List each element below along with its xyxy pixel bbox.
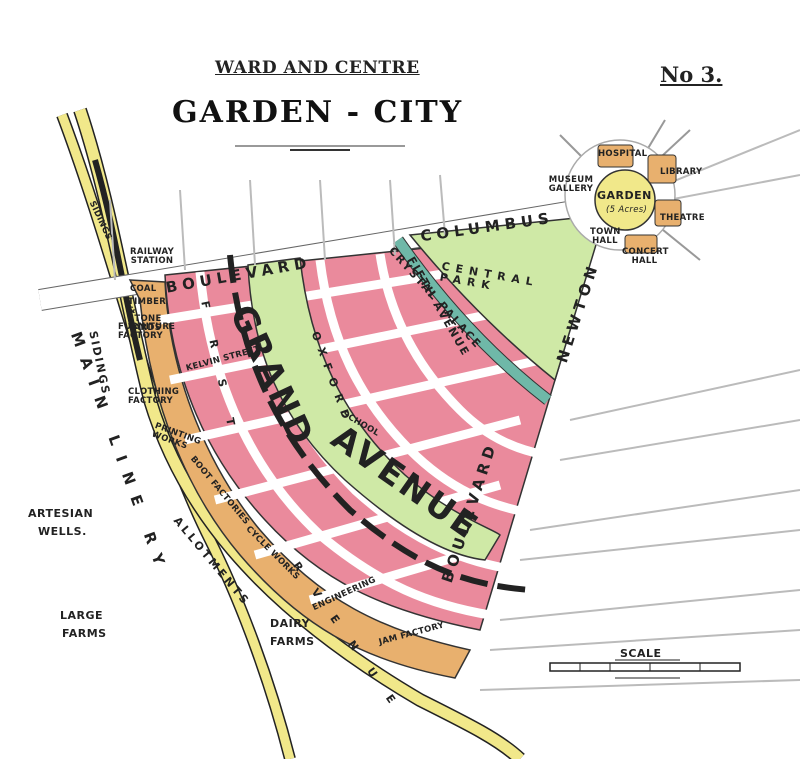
dairy-label: DAIRY: [270, 617, 311, 630]
grand-avenue-band: [247, 257, 501, 561]
dairy-farms-label: FARMS: [270, 635, 315, 648]
scale-label: SCALE: [620, 647, 662, 660]
central-park: [408, 214, 607, 382]
title-garden-city: GARDEN - CITY: [172, 95, 464, 130]
concert-hall-label: CONCERT HALL: [622, 247, 669, 266]
hospital-label: HOSPITAL: [598, 149, 648, 159]
museum-gallery-label: MUSEUM GALLERY: [548, 175, 594, 194]
furniture-label: FURNITURE FACTORY: [118, 322, 176, 341]
plan-number: No 3.: [660, 62, 723, 87]
title-ward-centre: WARD AND CENTRE: [215, 58, 420, 78]
garden-label: GARDEN: [597, 189, 652, 202]
centre-hub: [559, 119, 701, 261]
acres-label: (5 Acres): [606, 205, 648, 215]
railway-station-label: RAILWAY STATION: [129, 247, 175, 266]
clothing-label: CLOTHING FACTORY: [128, 387, 180, 406]
town-hall-label: TOWN HALL: [590, 227, 621, 246]
large-farms-label: FARMS: [62, 627, 107, 640]
coal-label: COAL: [130, 284, 157, 294]
radial-roads: [109, 129, 800, 691]
timber-label: TIMBER & STONE YARDS: [128, 297, 167, 333]
wells-label: WELLS.: [38, 525, 87, 538]
large-label: LARGE: [60, 609, 104, 622]
theatre-label: THEATRE: [660, 213, 705, 223]
artesian-label: ARTESIAN: [28, 507, 94, 520]
grand-avenue-arcs: [227, 254, 531, 593]
library-label: LIBRARY: [660, 167, 703, 177]
scale-bar: [549, 659, 741, 679]
